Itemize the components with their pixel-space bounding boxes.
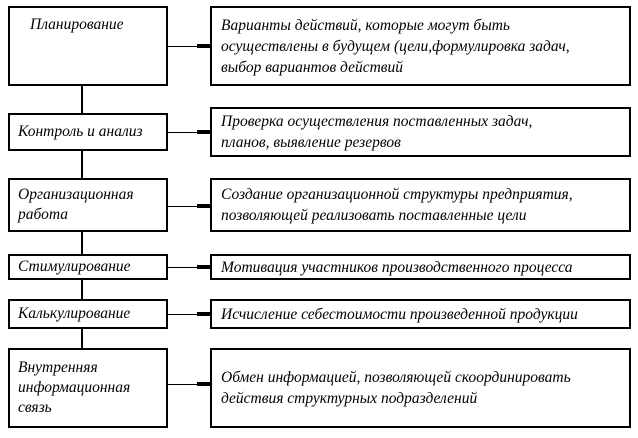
connector-line [168,46,198,47]
function-label: Калькулирование [18,305,131,322]
connector-line [168,267,198,268]
function-box-control: Контроль и анализ [8,113,168,151]
description-text: Варианты действий, которые могут быть ос… [221,16,570,76]
connector-tick [197,130,211,134]
function-label: Контроль и анализ [18,123,143,140]
function-box-organization: Организационная работа [8,178,168,232]
description-box-planning: Варианты действий, которые могут быть ос… [210,6,631,86]
description-text: Обмен информацией, позволяющей скоордини… [221,369,571,407]
function-box-internal-communication: Внутренняя информационная связь [8,348,168,428]
function-box-planning: Планирование [8,6,168,86]
description-box-organization: Создание организационной структуры предп… [210,178,631,232]
connector-tick [197,204,211,208]
description-text: Создание организационной структуры предп… [221,186,573,224]
function-label: Внутренняя информационная связь [18,359,131,416]
description-box-internal-communication: Обмен информацией, позволяющей скоордини… [210,348,631,428]
connector-line [168,314,198,315]
connector-tick [197,265,211,269]
description-box-control: Проверка осуществления поставленных зада… [210,107,631,157]
connector-tick [197,44,211,48]
description-text: Мотивация участников производственного п… [221,258,573,276]
function-label: Планирование [30,16,124,33]
description-text: Исчисление себестоимости произведенной п… [221,305,578,323]
description-text: Проверка осуществления поставленных зада… [221,113,533,151]
connector-line [168,132,198,133]
function-label: Организационная работа [18,186,134,223]
function-box-stimulation: Стимулирование [8,254,168,280]
description-box-stimulation: Мотивация участников производственного п… [210,254,631,280]
function-box-costing: Калькулирование [8,299,168,329]
connector-line [168,206,198,207]
description-box-costing: Исчисление себестоимости произведенной п… [210,299,631,329]
connector-tick [197,312,211,316]
function-label: Стимулирование [18,258,131,275]
connector-tick [197,382,211,386]
connector-line [168,384,198,385]
